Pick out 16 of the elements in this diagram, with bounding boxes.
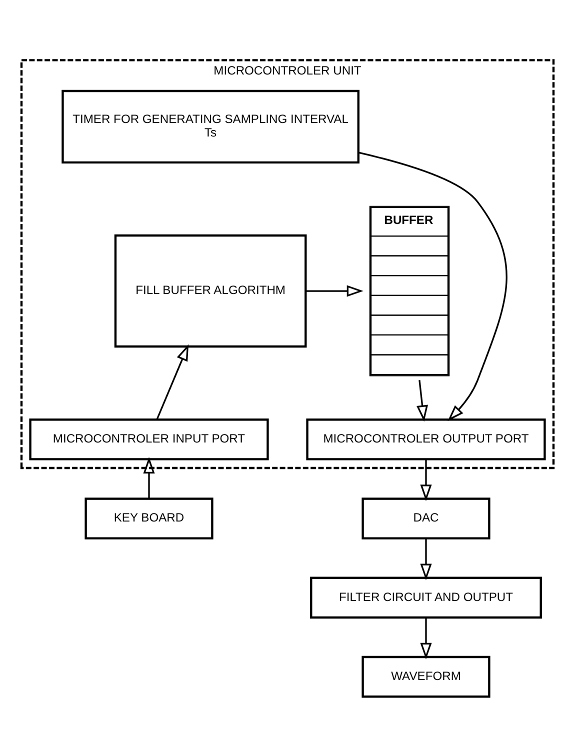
node-box: WAVEFORM xyxy=(362,655,490,698)
node-box: MICROCONTROLER INPUT PORT xyxy=(29,418,269,460)
node-box: KEY BOARD xyxy=(84,497,214,539)
arrow xyxy=(156,344,189,420)
node-box: FILL BUFFER ALGORITHM xyxy=(114,234,307,348)
arrow xyxy=(416,380,428,422)
node-box: DAC xyxy=(362,497,490,539)
arrow xyxy=(143,456,155,498)
arrow xyxy=(420,459,432,501)
arrow xyxy=(306,284,364,296)
node-box: MICROCONTROLER OUTPUT PORT xyxy=(306,418,546,460)
node-box: TIMER FOR GENERATING SAMPLING INTERVAL Ts xyxy=(62,89,360,163)
node-box: FILTER CIRCUIT AND OUTPUT xyxy=(310,576,542,618)
arrow xyxy=(420,538,432,580)
arrow xyxy=(420,617,432,659)
arrow xyxy=(358,151,508,421)
